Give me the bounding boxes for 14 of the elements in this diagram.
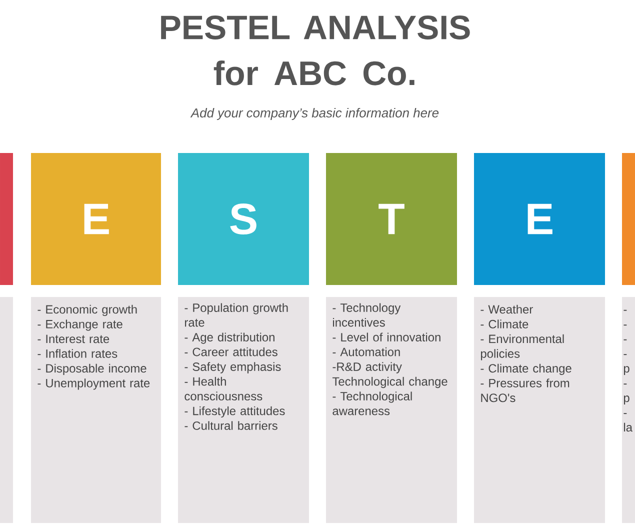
factor-card: - Population growth rate - Age distribution - Career attitudes - Safety emphasis - Health consciousness - Lifestyle attitudes - Cultural barriers <box>178 297 309 523</box>
letter-tile <box>0 153 13 285</box>
letter-tile: T <box>326 153 457 285</box>
factor-card <box>0 297 13 523</box>
letter-tile <box>622 153 635 285</box>
subtitle: Add your company’s basic information here <box>190 108 439 120</box>
title: PESTEL ANALYSIS for ABC Co. <box>161 16 470 86</box>
factor-card: - Technology incentives - Level of innovation - Automation -R&D activity Technological change - Technological awareness <box>326 297 457 523</box>
letter-tile: E <box>31 153 161 285</box>
letter-tile: S <box>178 153 309 285</box>
letter-tile: E <box>474 153 605 285</box>
factor-card: - Weather - Climate - Environmental policies - Climate change - Pressures from NGO's <box>474 297 605 523</box>
factor-card: - Economic growth - Exchange rate - Interest rate - Inflation rates - Disposable income - Unemployment rate <box>31 297 161 523</box>
factor-card: - - - - p - p - la <box>622 297 635 523</box>
